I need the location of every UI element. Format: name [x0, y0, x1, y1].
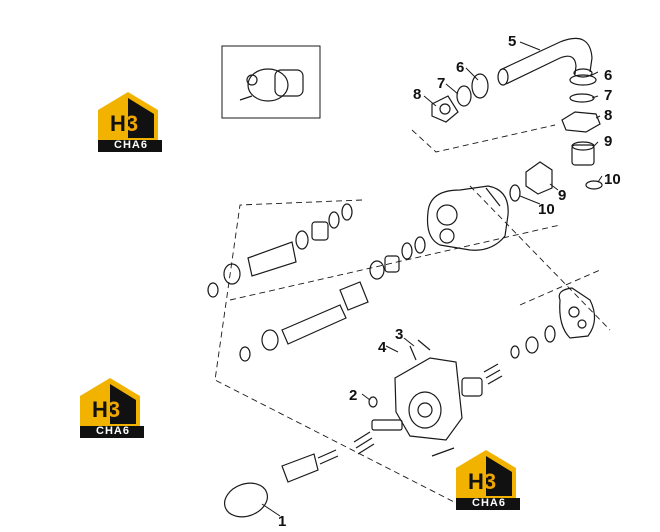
callout-1: 1 — [278, 513, 286, 530]
callout-2: 2 — [349, 387, 357, 404]
assembly-guides — [214, 124, 611, 506]
fitting-right — [571, 144, 595, 166]
callout-6-right: 6 — [604, 67, 612, 84]
inset-thumbnail — [221, 45, 321, 119]
watermark-logo-2 — [80, 378, 144, 438]
callout-7-left: 7 — [437, 75, 445, 92]
leader-lines — [261, 41, 603, 517]
watermark-logo-3 — [456, 450, 520, 510]
callout-10-right: 10 — [604, 171, 621, 188]
bolt — [431, 447, 455, 457]
hose-clamp-right — [569, 74, 597, 86]
o-ring-10-left — [509, 184, 521, 202]
relief-valve-parts — [281, 363, 503, 483]
callout-10-left: 10 — [538, 201, 555, 218]
o-ring-left — [456, 85, 472, 107]
hose-clamp-left — [471, 73, 489, 99]
callout-6-left: 6 — [456, 59, 464, 76]
o-ring-10-right — [585, 180, 603, 190]
drive-shaft — [239, 281, 369, 362]
callout-3: 3 — [395, 326, 403, 343]
flange-right — [561, 111, 601, 133]
callout-8-right: 8 — [604, 107, 612, 124]
watermark-caption-1: CHA6 — [114, 139, 148, 151]
elbow-hose — [499, 37, 593, 85]
upper-gear-train — [207, 203, 353, 298]
watermark-logo-1 — [98, 92, 162, 152]
watermark-caption-3: CHA6 — [472, 497, 506, 509]
callout-5: 5 — [508, 33, 516, 50]
callout-9-left: 9 — [558, 187, 566, 204]
gasket — [558, 287, 596, 339]
watermark-text-2: H3 CHA6 — [80, 378, 146, 438]
middle-bearing-train — [369, 236, 426, 280]
callout-4: 4 — [378, 339, 387, 356]
o-ring-right — [569, 93, 595, 103]
pump-cover — [394, 357, 483, 441]
watermark-text-3: H3 CHA6 — [456, 450, 522, 510]
callout-7-right: 7 — [604, 87, 612, 104]
watermark-caption-2: CHA6 — [96, 425, 130, 437]
o-ring-small — [368, 396, 378, 408]
o-ring-large — [224, 482, 268, 518]
pump-housing — [426, 185, 509, 251]
flange-left — [431, 95, 459, 123]
callout-9-right: 9 — [604, 133, 612, 150]
callout-8-left: 8 — [413, 86, 421, 103]
fitting-left — [525, 161, 553, 195]
callout-labels: 1 2 3 4 5 6 6 7 7 8 8 9 9 10 10 — [278, 33, 621, 530]
watermark-text-1: H3 CHA6 — [98, 92, 164, 152]
